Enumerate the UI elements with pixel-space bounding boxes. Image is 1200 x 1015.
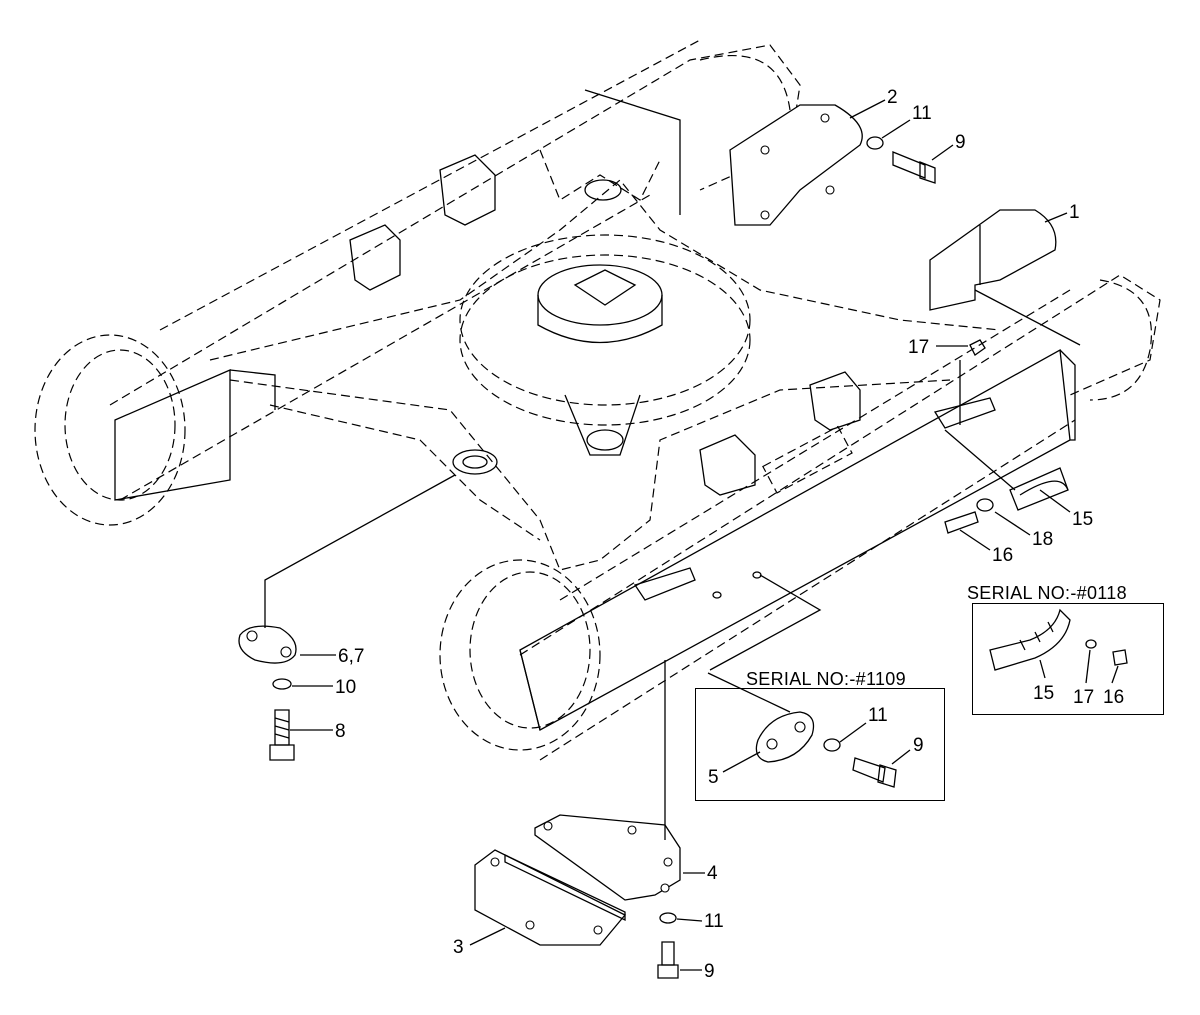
callout-8: 8 (335, 721, 346, 742)
leader-lines (290, 99, 1119, 971)
top-hardware (866, 136, 936, 184)
right-hardware (633, 339, 1069, 601)
callout-5: 5 (708, 767, 719, 788)
callout-17-main: 17 (908, 337, 930, 358)
callout-17-inset: 17 (1073, 687, 1095, 708)
inset-0118-parts (989, 608, 1128, 671)
callout-11-bottom: 11 (704, 911, 724, 932)
callout-16-inset: 16 (1103, 687, 1125, 708)
callout-3: 3 (453, 937, 464, 958)
callout-10: 10 (335, 677, 357, 698)
callout-6-7: 6,7 (338, 646, 365, 667)
callout-9-top: 9 (955, 132, 966, 153)
inset-1109-parts (707, 574, 897, 788)
inset-box-serial-0118 (972, 603, 1164, 715)
serial-label-0118: SERIAL NO:-#0118 (967, 583, 1127, 603)
callout-1: 1 (1069, 202, 1080, 223)
part-6-7-plate (238, 449, 498, 761)
roller-assemblies (349, 154, 861, 496)
callout-9-inset: 9 (913, 735, 924, 756)
callout-4: 4 (707, 863, 718, 884)
parts-3-4-under-covers (474, 660, 681, 979)
callout-16-main: 16 (992, 545, 1014, 566)
callout-2: 2 (887, 87, 898, 108)
part-2-cover-plate (584, 89, 863, 226)
callout-11-inset: 11 (868, 705, 888, 726)
callout-15-inset: 15 (1033, 683, 1055, 704)
callout-18: 18 (1032, 529, 1054, 550)
track-frame-phantom (34, 39, 1161, 761)
track-frame-rails (114, 289, 1081, 731)
callout-9-bottom: 9 (704, 961, 715, 982)
part-1-cover-plate (929, 209, 1057, 311)
swing-bearing (459, 179, 751, 456)
callout-11-top: 11 (912, 103, 932, 124)
inset-box-serial-1109 (695, 688, 945, 801)
callout-15-main: 15 (1072, 509, 1094, 530)
serial-label-1109: SERIAL NO:-#1109 (746, 669, 906, 689)
